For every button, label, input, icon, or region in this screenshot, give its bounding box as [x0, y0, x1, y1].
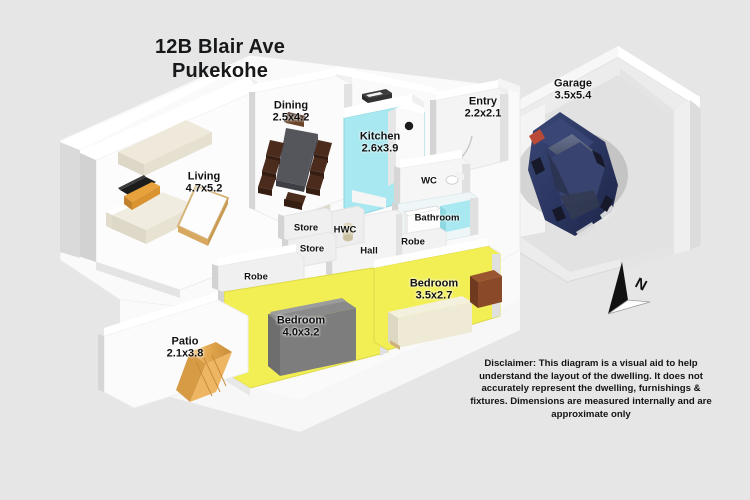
room-name: Living [187, 170, 221, 183]
hwc [329, 205, 365, 249]
room-name: Hall [360, 245, 378, 257]
wc-toilet [445, 172, 464, 185]
bed-second [388, 296, 472, 350]
room-dimensions: 3.5x5.4 [554, 90, 592, 102]
living-tv-unit [118, 175, 160, 210]
car-in-garage [516, 112, 628, 238]
room-dimensions: 3.5x2.7 [415, 290, 453, 302]
room-name: Bedroom [409, 277, 459, 290]
room-name: HWC [333, 224, 357, 236]
room-dimensions: 4.0x3.2 [282, 327, 320, 339]
wall-accents [60, 60, 520, 258]
room-label-hwc: HWC [333, 224, 357, 237]
room-name: Bathroom [414, 212, 460, 224]
compass-icon: N [607, 262, 651, 315]
room-dimensions: 2.6x3.9 [361, 143, 399, 155]
room-name: Store [293, 222, 319, 234]
room-dimensions: 4.7x5.2 [185, 183, 223, 195]
room-name: Dining [273, 99, 309, 112]
room-name: Store [299, 243, 325, 255]
living-coffee-table [176, 184, 230, 246]
title-line-1: 12B Blair Ave [154, 36, 286, 58]
page-title: 12B Blair Ave Pukekohe [110, 36, 330, 83]
room-dimensions: 2.2x2.1 [464, 108, 502, 120]
dining-room [249, 68, 353, 223]
room-dimensions: 2.5x4.2 [272, 112, 310, 124]
patio-bench [176, 342, 232, 402]
room-label-bathroom: Bathroom [414, 212, 460, 225]
living-sofa-2 [118, 120, 212, 176]
dining-table [258, 112, 332, 210]
room-label-robe: Robe [401, 236, 425, 249]
robe-left [212, 244, 305, 297]
room-name: Garage [554, 77, 592, 90]
room-name: Kitchen [359, 130, 401, 143]
disclaimer-text: Disclaimer: This diagram is a visual aid… [470, 358, 712, 420]
title-line-2: Pukekohe [171, 59, 269, 82]
room-dimensions: 2.1x3.8 [166, 348, 204, 360]
room-label-store: Store [299, 243, 325, 256]
bed-main [268, 300, 356, 376]
room-name: WC [421, 175, 437, 187]
kitchen-cooktop [362, 89, 392, 103]
bedroom-dresser [470, 270, 502, 308]
room-name: Entry [468, 95, 498, 108]
room-name: Patio [171, 335, 199, 348]
room-name: Robe [401, 236, 425, 248]
north-arrow: N [592, 258, 654, 322]
room-name: Robe [244, 271, 268, 283]
bedroom-second [373, 238, 502, 351]
compass-label: N [632, 275, 650, 295]
room-label-store: Store [293, 222, 319, 235]
room-label-wc: WC [421, 175, 437, 188]
room-label-robe: Robe [244, 271, 268, 284]
room-label-hall: Hall [360, 245, 378, 258]
wc [394, 150, 471, 211]
room-name: Bedroom [276, 314, 326, 327]
patio [98, 292, 249, 409]
